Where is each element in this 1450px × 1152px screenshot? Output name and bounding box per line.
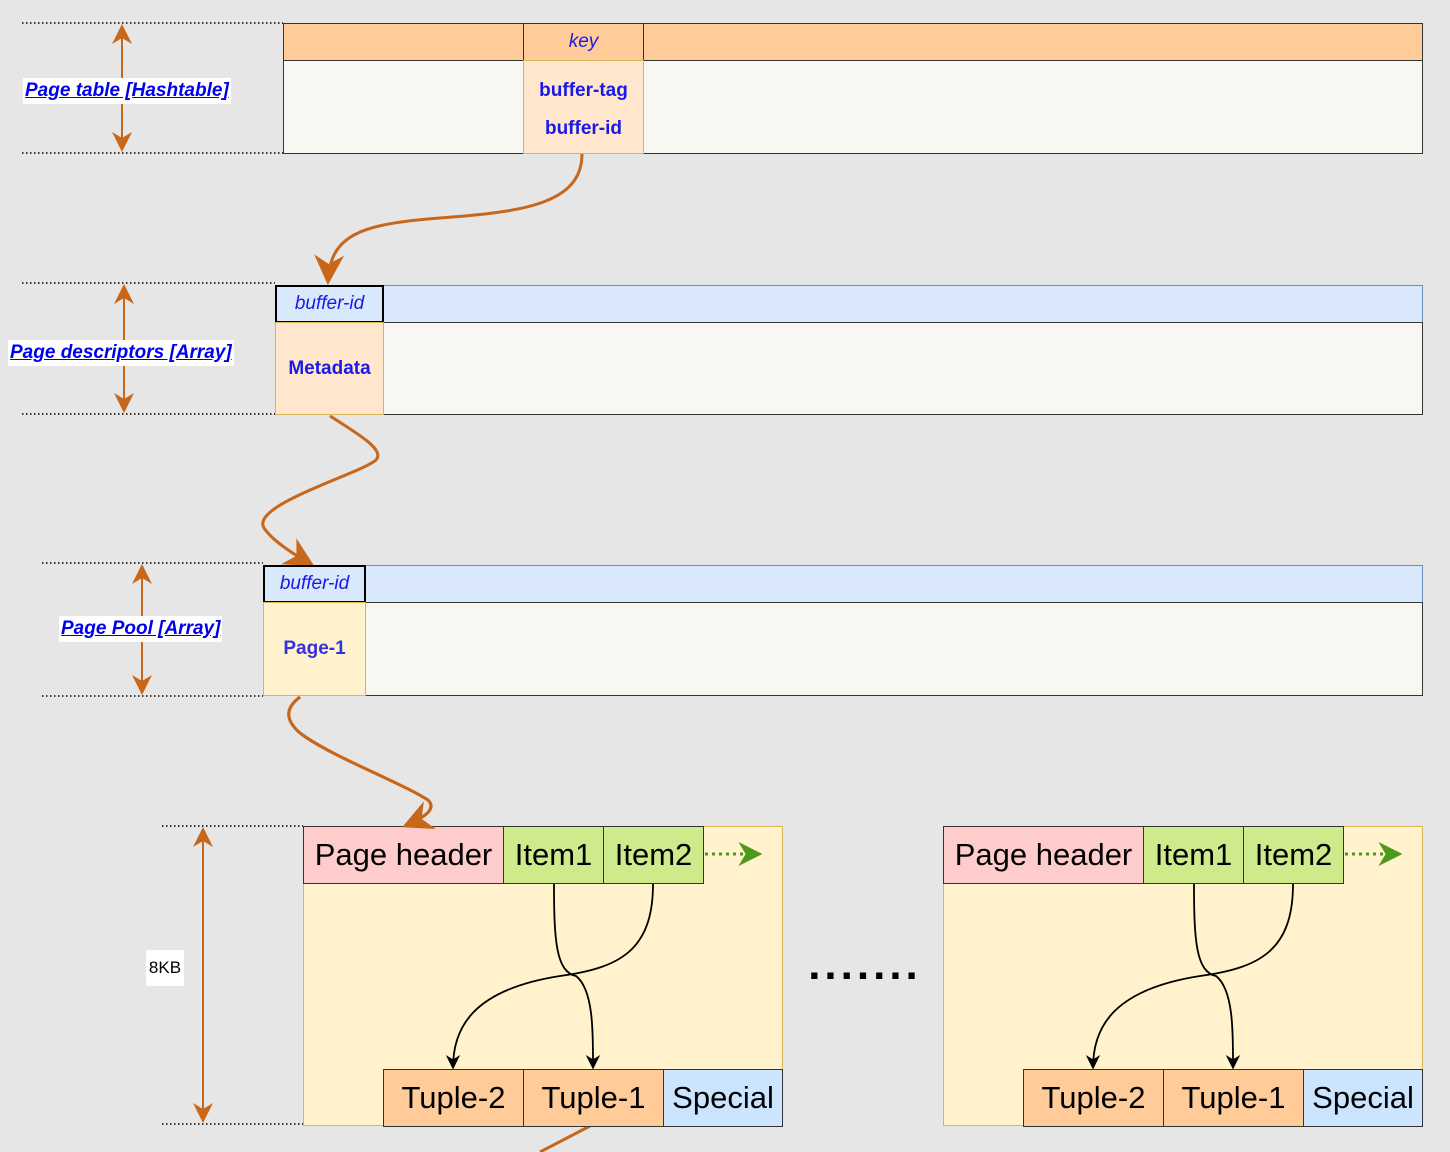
page-1-tuple1: Tuple-1 — [523, 1069, 664, 1127]
page-descriptors-id-header: buffer-id — [275, 285, 384, 323]
page-2-tuple1: Tuple-1 — [1163, 1069, 1304, 1127]
page-size-label: 8KB — [146, 950, 184, 986]
page-table-key-header: key — [523, 23, 644, 61]
page-pool-body — [263, 602, 1423, 696]
page-descriptors-metadata: Metadata — [275, 322, 384, 415]
page-1-item2: Item2 — [603, 826, 704, 884]
page-table-header-bar — [283, 23, 1423, 61]
page-pool-id-header: buffer-id — [263, 565, 366, 603]
page-pool-label[interactable]: Page Pool [Array] — [59, 616, 223, 642]
page-2-item1: Item1 — [1143, 826, 1244, 884]
page-1-header: Page header — [303, 826, 504, 884]
page-table-body — [283, 60, 1423, 154]
page-1-special: Special — [663, 1069, 783, 1127]
page-pool-page-1: Page-1 — [263, 602, 366, 696]
page-1-tuple2: Tuple-2 — [383, 1069, 524, 1127]
page-2-tuple2: Tuple-2 — [1023, 1069, 1164, 1127]
page-table-label[interactable]: Page table [Hashtable] — [23, 78, 231, 104]
page-table-entry — [523, 60, 644, 154]
page-1-item1: Item1 — [503, 826, 604, 884]
page-table-buffer-tag: buffer-tag — [539, 80, 628, 101]
page-descriptors-label[interactable]: Page descriptors [Array] — [8, 340, 234, 366]
dotted-guides — [22, 22, 303, 1125]
page-pool-header-bar — [263, 565, 1423, 603]
page-descriptors-body — [275, 322, 1423, 415]
pages-ellipsis: ....... — [808, 940, 922, 989]
page-2-item2: Item2 — [1243, 826, 1344, 884]
page-table-buffer-id: buffer-id — [544, 118, 623, 139]
page-2-header: Page header — [943, 826, 1144, 884]
page-2-special: Special — [1303, 1069, 1423, 1127]
page-descriptors-header-bar — [275, 285, 1423, 323]
